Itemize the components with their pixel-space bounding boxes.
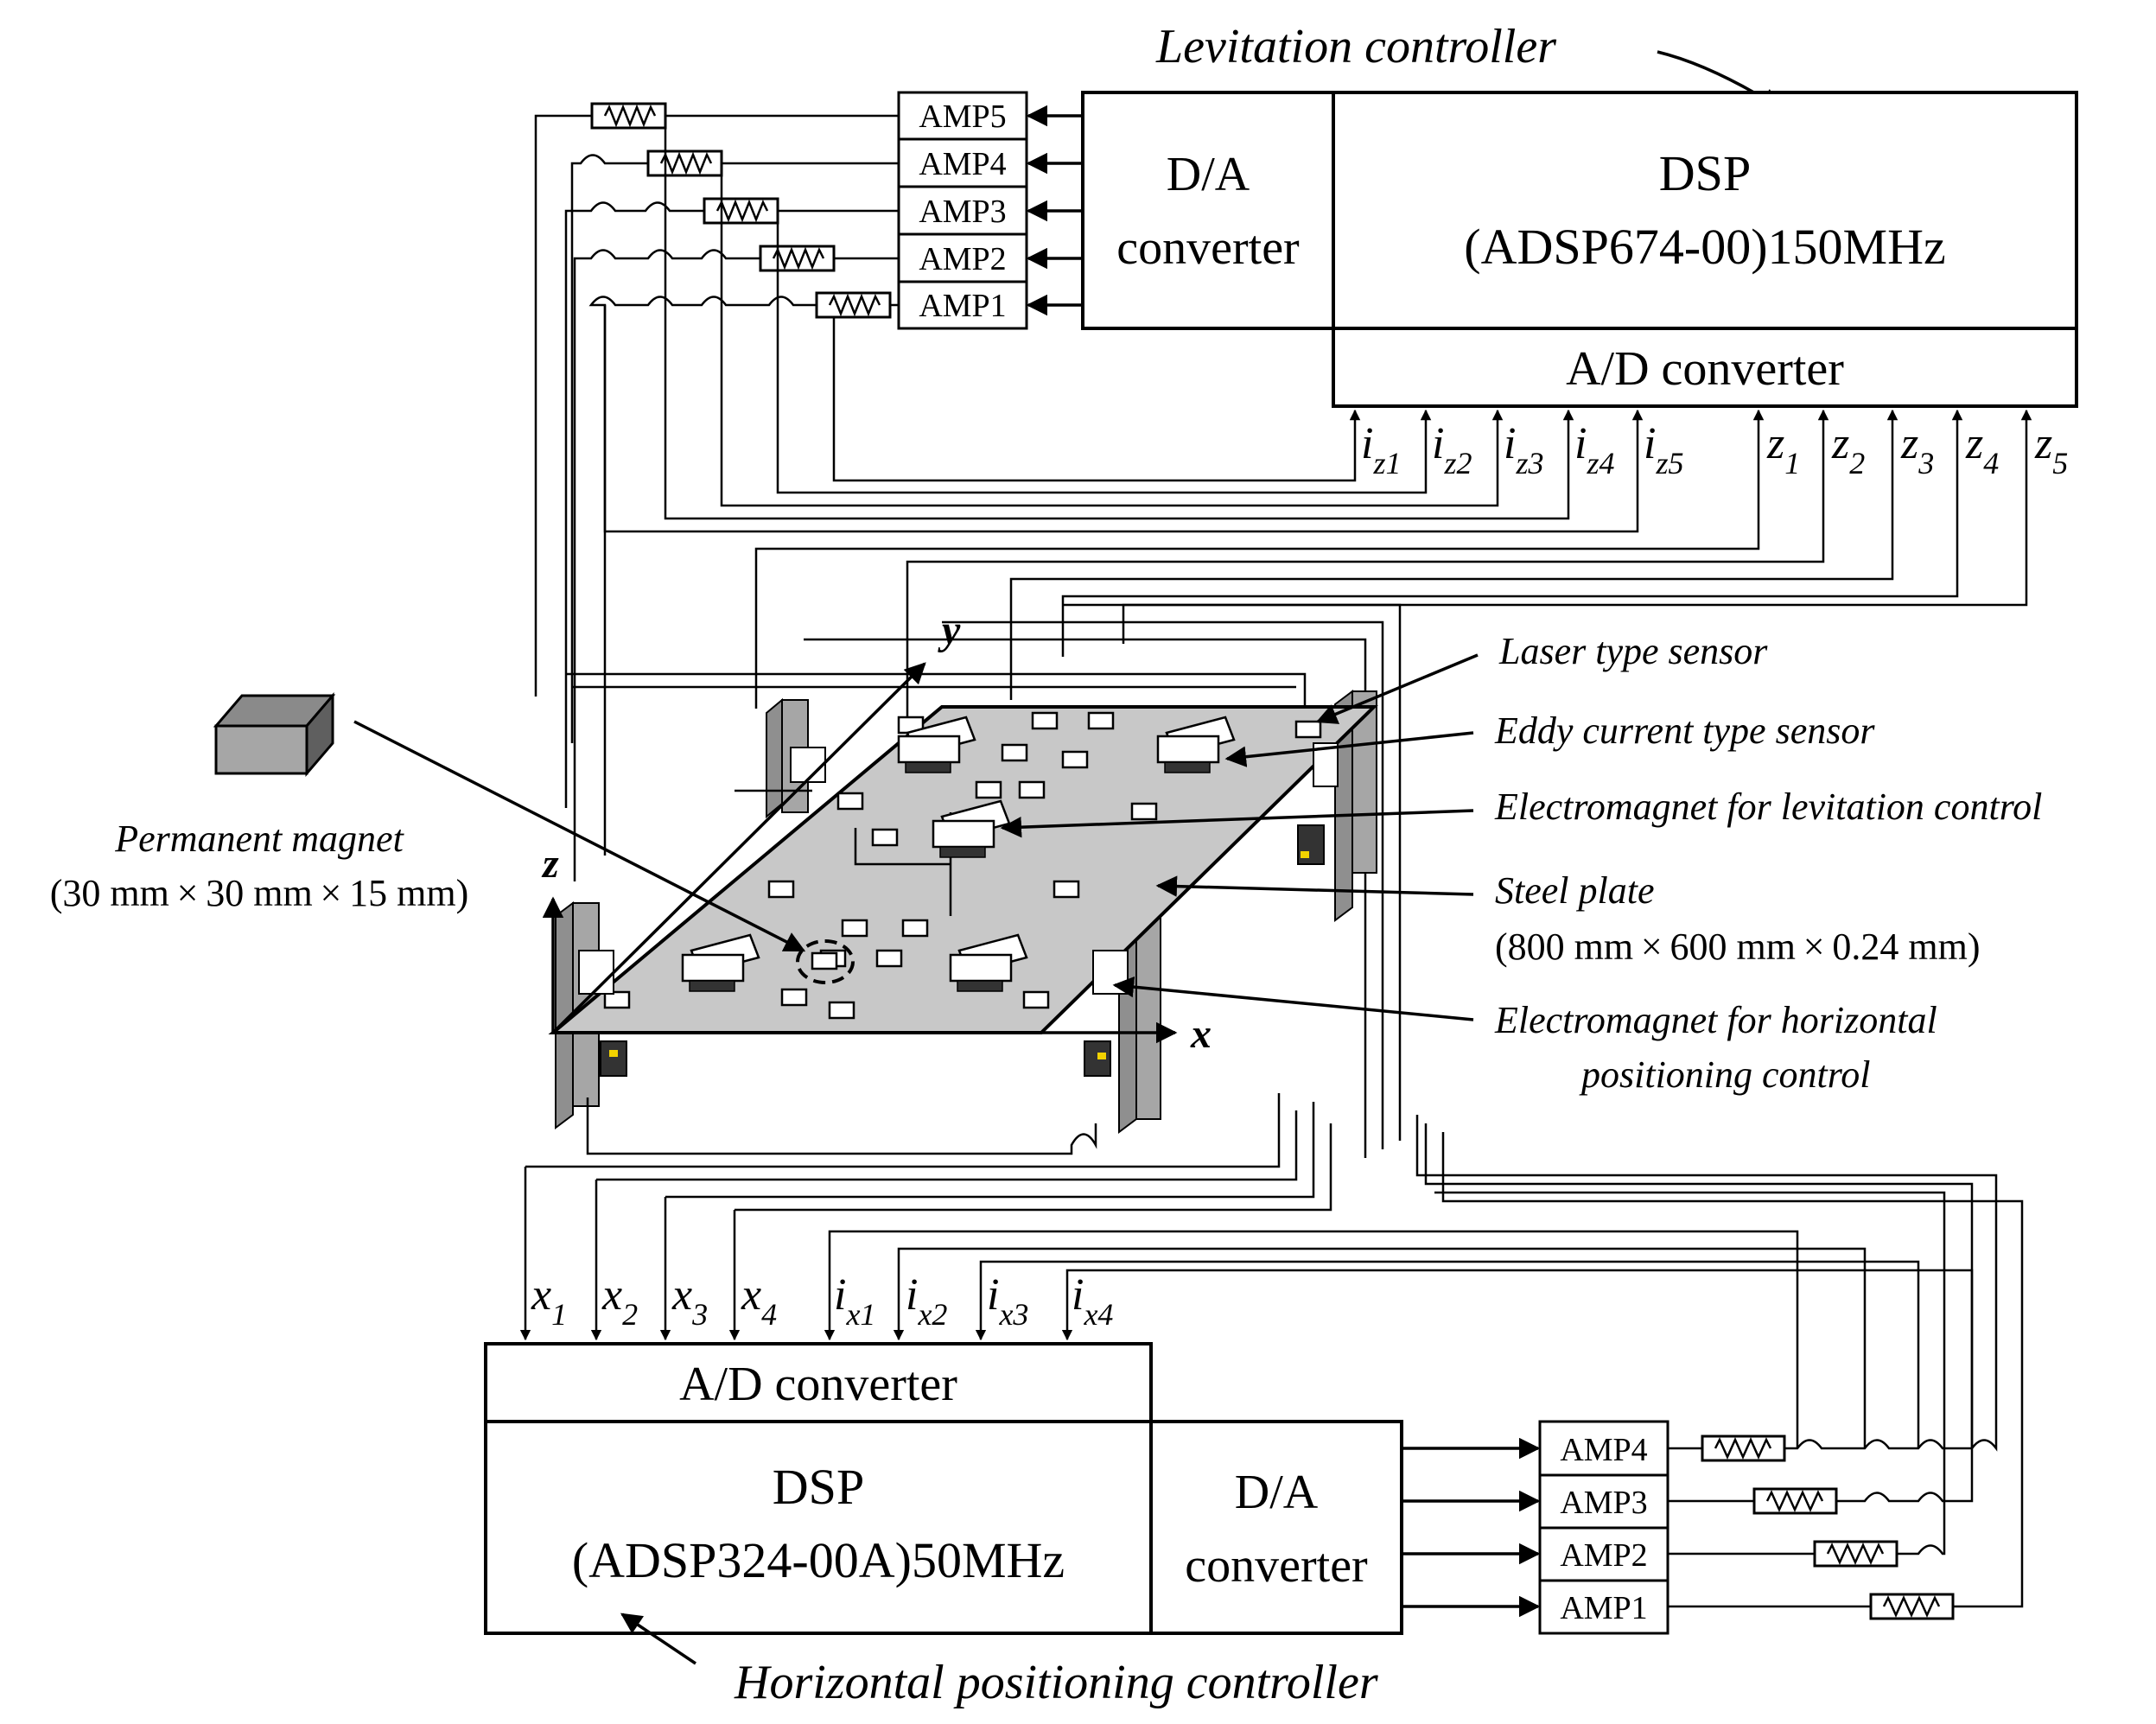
horizontal-amp-label: AMP1	[1560, 1590, 1647, 1626]
levitation-controller-title: Levitation controller	[1155, 20, 1556, 73]
levitation-dsp-line2: (ADSP674-00)150MHz	[1464, 219, 1945, 275]
input-label-iz2: iz2	[1432, 419, 1472, 480]
input-label-iz5: iz5	[1644, 419, 1683, 480]
levitation-da-line1: D/A	[1167, 148, 1250, 201]
levitation-amp-box	[897, 232, 1028, 283]
levitation-gap-input-labels: z1 z2 z3 z4 z5	[1766, 419, 2068, 480]
levitation-controller: Levitation controller D/A converter DSP …	[534, 20, 2078, 881]
horizontal-amp-label: AMP2	[1560, 1537, 1647, 1574]
electromagnet-block	[1135, 915, 1161, 1120]
input-label-z4: z4	[1965, 419, 1999, 480]
levitation-electromagnets	[681, 716, 1236, 992]
input-label-z5: z5	[2034, 419, 2068, 480]
label-steel-plate: Steel plate	[1495, 869, 1655, 912]
input-label-x3: x3	[671, 1270, 708, 1332]
permanent-magnet-marker	[796, 939, 855, 984]
levitation-amp-label: AMP3	[919, 194, 1006, 230]
axis-x-label: x	[1190, 1011, 1212, 1057]
levitation-da-converter	[1081, 91, 1335, 330]
horizontal-da-amp-arrows	[1402, 1437, 1541, 1618]
levitation-amp-stack: AMP5 AMP4 AMP3 AMP2 AMP1	[897, 91, 1028, 330]
label-permanent-magnet-dims: (30 mm × 30 mm × 15 mm)	[50, 872, 469, 914]
levitation-amp-label: AMP2	[919, 241, 1006, 277]
levitation-shunt-resistors	[590, 102, 892, 319]
horizontal-input-labels: x1 x2 x3 x4 ix1 ix2 ix3 ix4	[531, 1270, 1113, 1332]
horizontal-title-arrow	[620, 1613, 696, 1665]
levitation-ad-converter	[1332, 327, 2078, 408]
coordinate-axes: x y z	[541, 608, 1212, 1057]
axis-y-label: y	[938, 608, 961, 653]
levitation-dsp	[1332, 91, 2078, 330]
horizontal-amp-label: AMP4	[1560, 1432, 1647, 1468]
horizontal-shunt-resistors	[1701, 1435, 1955, 1620]
input-label-x2: x2	[601, 1270, 638, 1332]
electromagnet-lev	[1156, 716, 1236, 773]
levitation-amp-label: AMP5	[919, 99, 1006, 135]
input-label-ix4: ix4	[1072, 1270, 1113, 1332]
label-steel-plate-dims: (800 mm × 600 mm × 0.24 mm)	[1495, 926, 1981, 968]
input-label-z3: z3	[1900, 419, 1934, 480]
horizontal-amp-label: AMP3	[1560, 1485, 1647, 1521]
horizontal-coils	[578, 742, 1339, 995]
label-laser-sensor: Laser type sensor	[1498, 630, 1768, 672]
horizontal-ad-label: A/D converter	[679, 1358, 957, 1411]
apparatus: x y z	[213, 603, 1402, 1158]
input-label-x1: x1	[531, 1270, 567, 1332]
levitation-da-amp-arrows	[1026, 105, 1083, 316]
label-eddy-sensor: Eddy current type sensor	[1494, 709, 1875, 752]
label-permanent-magnet: Permanent magnet	[114, 817, 404, 860]
callout-labels: Laser type sensor Eddy current type sens…	[50, 630, 2043, 1096]
input-label-x4: x4	[741, 1270, 777, 1332]
levitation-current-feedback-wires	[603, 128, 1644, 533]
horizontal-amp-stack: AMP4 AMP3 AMP2 AMP1	[1538, 1420, 1669, 1635]
axis-z-label: z	[541, 841, 559, 887]
levitation-amp-box	[897, 280, 1028, 330]
input-label-iz4: iz4	[1574, 419, 1614, 480]
levitation-ad-label: A/D converter	[1566, 342, 1844, 396]
label-electromagnet-horizontal-2: positioning control	[1579, 1053, 1871, 1096]
input-label-z2: z2	[1831, 419, 1865, 480]
levitation-gap-sensor-wires	[754, 409, 2032, 717]
levitation-amp-label: AMP1	[919, 288, 1006, 324]
levitation-current-input-labels: iz1 iz2 iz3 iz4 iz5	[1361, 419, 1683, 480]
input-label-ix2: ix2	[906, 1270, 947, 1332]
electromagnet-lev	[897, 716, 976, 773]
levitation-amp-output-wires	[534, 114, 899, 881]
plate-sensors	[603, 711, 1322, 1020]
permanent-magnet-arrow	[353, 720, 806, 952]
input-label-iz3: iz3	[1504, 419, 1543, 480]
horizontal-da-converter	[1149, 1420, 1403, 1635]
levitation-amp-box	[897, 91, 1028, 141]
horizontal-dsp-line2: (ADSP324-00A)50MHz	[572, 1532, 1065, 1588]
horizontal-da-line1: D/A	[1235, 1466, 1319, 1519]
horizontal-controller-title: Horizontal positioning controller	[734, 1656, 1378, 1709]
horizontal-input-wires	[525, 1093, 1974, 1448]
input-label-ix1: ix1	[834, 1270, 875, 1332]
electromagnet-lev	[949, 933, 1028, 992]
levitation-amp-box	[897, 137, 1028, 188]
levitation-amp-label: AMP4	[919, 146, 1006, 182]
horizontal-electromagnets	[555, 690, 1377, 1134]
electromagnet-lev	[681, 933, 760, 992]
levitation-dsp-line1: DSP	[1659, 145, 1751, 201]
apparatus-wiring	[566, 603, 1402, 1158]
permanent-magnet-block	[213, 691, 336, 778]
label-electromagnet-levitation: Electromagnet for levitation control	[1494, 786, 2042, 828]
horizontal-dsp	[484, 1420, 1153, 1635]
horizontal-dsp-line1: DSP	[773, 1459, 864, 1515]
horizontal-da-line2: converter	[1185, 1539, 1368, 1593]
input-label-ix3: ix3	[987, 1270, 1028, 1332]
horizontal-amp-output-wires	[1415, 1115, 2024, 1608]
input-label-z1: z1	[1766, 419, 1800, 480]
input-label-iz1: iz1	[1361, 419, 1401, 480]
levitation-da-line2: converter	[1116, 221, 1300, 275]
horizontal-controller: A/D converter DSP (ADSP324-00A)50MHz D/A…	[484, 1093, 2024, 1709]
laser-sensors	[600, 824, 1325, 1077]
label-electromagnet-horizontal-1: Electromagnet for horizontal	[1494, 999, 1937, 1041]
